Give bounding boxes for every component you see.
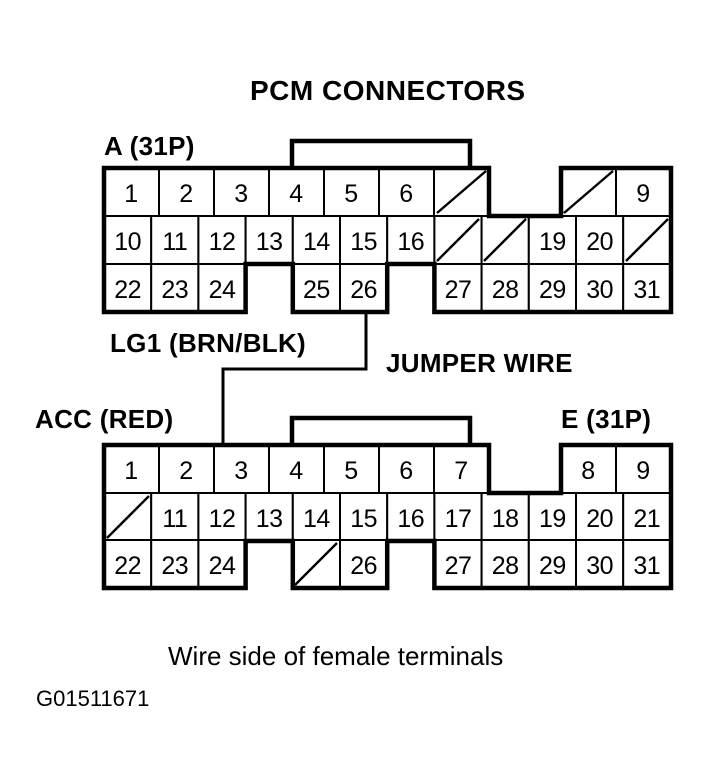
pin-cell: 13 bbox=[256, 228, 283, 256]
pin-cell: 31 bbox=[633, 552, 660, 580]
pin-cell: 26 bbox=[350, 276, 377, 304]
blank-pin-slash bbox=[106, 495, 150, 539]
pin-cell: 1 bbox=[124, 457, 137, 485]
blank-pin-slash bbox=[483, 218, 527, 262]
pin-cell: 15 bbox=[350, 228, 377, 256]
jumper-wire-path bbox=[221, 310, 368, 447]
lg1-wire-label: LG1 (BRN/BLK) bbox=[110, 328, 306, 358]
pin-cell: 23 bbox=[161, 552, 188, 580]
pin-cell: 2 bbox=[179, 457, 192, 485]
connector-a-row-bottom: 22 23 24 25 26 27 28 29 30 31 bbox=[103, 263, 672, 313]
connector-e: 1 2 3 4 5 6 7 8 9 bbox=[101, 415, 674, 591]
pin-cell: 4 bbox=[289, 457, 303, 485]
pin-cell: 20 bbox=[586, 505, 613, 533]
pin-cell: 20 bbox=[586, 228, 613, 256]
connector-e-label: E (31P) bbox=[561, 404, 651, 434]
pin-cell: 27 bbox=[445, 276, 472, 304]
connector-a-row-middle: 10 11 12 13 14 15 16 19 20 bbox=[103, 215, 672, 265]
pin-cell: 9 bbox=[636, 180, 649, 208]
connector-e-row-top: 1 2 3 4 5 6 7 8 9 bbox=[103, 444, 672, 494]
blank-pin-slash bbox=[563, 170, 614, 214]
pin-cell: 15 bbox=[350, 505, 377, 533]
pin-cell: 11 bbox=[162, 228, 187, 256]
connector-a-row-top: 1 2 3 4 5 6 9 bbox=[103, 167, 672, 217]
pin-cell: 19 bbox=[539, 505, 566, 533]
pin-cell: 25 bbox=[303, 276, 330, 304]
connector-a-label: A (31P) bbox=[104, 131, 195, 161]
pin-cell: 5 bbox=[344, 180, 357, 208]
pin-cell: 24 bbox=[209, 552, 236, 580]
pin-cell: 26 bbox=[350, 552, 377, 580]
pin-cell: 19 bbox=[539, 228, 566, 256]
pin-cell: 8 bbox=[581, 457, 594, 485]
pin-cell: 12 bbox=[209, 228, 236, 256]
pin-cell: 24 bbox=[209, 276, 236, 304]
pin-cell: 9 bbox=[636, 457, 649, 485]
pin-cell: 14 bbox=[303, 505, 330, 533]
pin-cell: 27 bbox=[445, 552, 472, 580]
pin-cell: 29 bbox=[539, 552, 566, 580]
pin-cell: 12 bbox=[209, 505, 236, 533]
blank-pin-slash bbox=[625, 218, 669, 262]
pin-cell: 3 bbox=[234, 180, 247, 208]
pin-cell: 23 bbox=[161, 276, 188, 304]
pin-cell: 29 bbox=[539, 276, 566, 304]
jumper-wire-label: JUMPER WIRE bbox=[386, 348, 573, 378]
connector-e-lock-tab bbox=[289, 415, 473, 445]
pin-cell: 31 bbox=[633, 276, 660, 304]
pin-cell: 14 bbox=[303, 228, 330, 256]
pin-cell: 13 bbox=[256, 505, 283, 533]
pin-cell: 16 bbox=[397, 505, 424, 533]
caption: Wire side of female terminals bbox=[168, 641, 503, 671]
blank-pin-slash bbox=[436, 170, 487, 214]
pin-cell: 6 bbox=[399, 180, 412, 208]
pin-cell: 28 bbox=[492, 276, 519, 304]
pin-cell: 6 bbox=[399, 457, 412, 485]
pin-cell: 2 bbox=[179, 180, 192, 208]
pin-cell: 7 bbox=[454, 457, 467, 485]
pin-cell: 1 bbox=[124, 180, 137, 208]
connector-a: 1 2 3 4 5 6 9 bbox=[101, 138, 674, 315]
connector-a-lock-tab bbox=[289, 138, 473, 168]
pin-cell: 10 bbox=[114, 228, 141, 256]
pin-cell: 5 bbox=[344, 457, 357, 485]
page-title: PCM CONNECTORS bbox=[250, 75, 526, 106]
pin-cell: 30 bbox=[586, 276, 613, 304]
pin-cell: 30 bbox=[586, 552, 613, 580]
blank-pin-slash bbox=[436, 218, 480, 262]
pin-cell: 22 bbox=[114, 276, 141, 304]
pin-cell: 28 bbox=[492, 552, 519, 580]
pin-cell: 11 bbox=[162, 505, 187, 533]
connector-e-outline bbox=[101, 442, 674, 591]
connector-a-outline bbox=[101, 165, 674, 315]
figure-code: G01511671 bbox=[36, 686, 149, 711]
connector-e-row-middle: 11 12 13 14 15 16 17 18 19 20 21 bbox=[103, 492, 672, 542]
pin-cell: 4 bbox=[289, 180, 303, 208]
pin-cell: 17 bbox=[445, 505, 472, 533]
pin-cell: 18 bbox=[492, 505, 519, 533]
pin-cell: 16 bbox=[397, 228, 424, 256]
connector-e-row-bottom: 22 23 24 26 27 28 29 30 31 bbox=[103, 539, 672, 589]
acc-wire-label: ACC (RED) bbox=[35, 404, 173, 434]
pin-cell: 3 bbox=[234, 457, 247, 485]
blank-pin-slash bbox=[294, 542, 338, 586]
pin-cell: 22 bbox=[114, 552, 141, 580]
pin-cell: 21 bbox=[633, 505, 660, 533]
